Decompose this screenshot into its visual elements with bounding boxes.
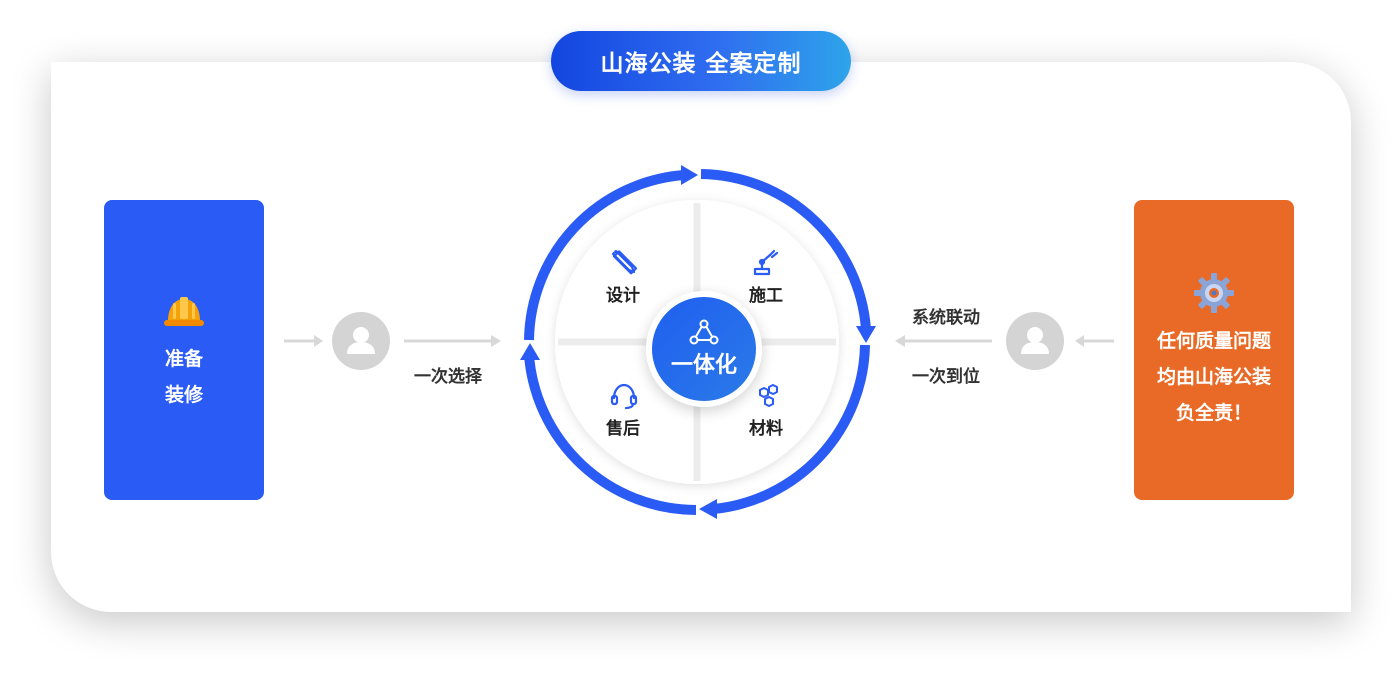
quadrant-aftersales-label: 售后 xyxy=(606,419,640,439)
prepare-decoration-box: 准备 装修 xyxy=(104,200,264,500)
title-banner: 山海公装 全案定制 xyxy=(551,31,851,91)
ring-arc-top-left xyxy=(524,170,685,341)
ring-arc-bottom-left xyxy=(524,354,697,515)
user-icon xyxy=(1021,327,1049,354)
one-choice-label: 一次选择 xyxy=(414,367,482,387)
arrow-left-1 xyxy=(895,335,992,347)
one-step-label: 一次到位 xyxy=(912,367,980,387)
quadrant-design-label: 设计 xyxy=(606,286,640,306)
right-line-2: 均由山海公装 xyxy=(1156,366,1271,388)
quadrant-construction-label: 施工 xyxy=(749,286,783,306)
ring-arrowhead-3 xyxy=(699,499,717,519)
title-text: 山海公装 全案定制 xyxy=(600,51,802,77)
ring-arrowhead-1 xyxy=(681,165,698,185)
arrow-right-2 xyxy=(404,335,501,347)
connected-nodes-icon xyxy=(689,319,719,345)
right-line-1: 任何质量问题 xyxy=(1156,330,1271,352)
ring-arc-bottom-right xyxy=(713,344,870,514)
ruler-pencil-icon xyxy=(611,249,638,275)
integration-label: 一体化 xyxy=(670,353,737,378)
ring-arc-top-right xyxy=(700,169,871,330)
hard-hat-icon xyxy=(164,297,204,326)
headset-icon xyxy=(610,383,638,410)
quality-responsibility-box: 任何质量问题 均由山海公装 负全责！ xyxy=(1134,200,1294,500)
left-line-2: 装修 xyxy=(164,384,203,406)
system-linkage-label: 系统联动 xyxy=(912,308,980,328)
user-avatar-right xyxy=(1006,312,1064,370)
right-line-3: 负全责！ xyxy=(1175,402,1252,424)
integration-core: 一体化 xyxy=(646,291,762,407)
gear-icon xyxy=(1194,273,1234,313)
user-avatar-left xyxy=(332,312,390,370)
robot-arm-icon xyxy=(753,249,779,276)
quadrant-materials-label: 材料 xyxy=(749,419,783,439)
left-line-1: 准备 xyxy=(164,348,203,370)
ring-arrowhead-2 xyxy=(856,326,876,343)
hexagons-icon xyxy=(759,384,778,407)
user-icon xyxy=(347,327,375,354)
ring-arrowhead-4 xyxy=(520,343,540,360)
arrow-left-2 xyxy=(1075,335,1114,347)
arrow-right-1 xyxy=(284,335,323,347)
